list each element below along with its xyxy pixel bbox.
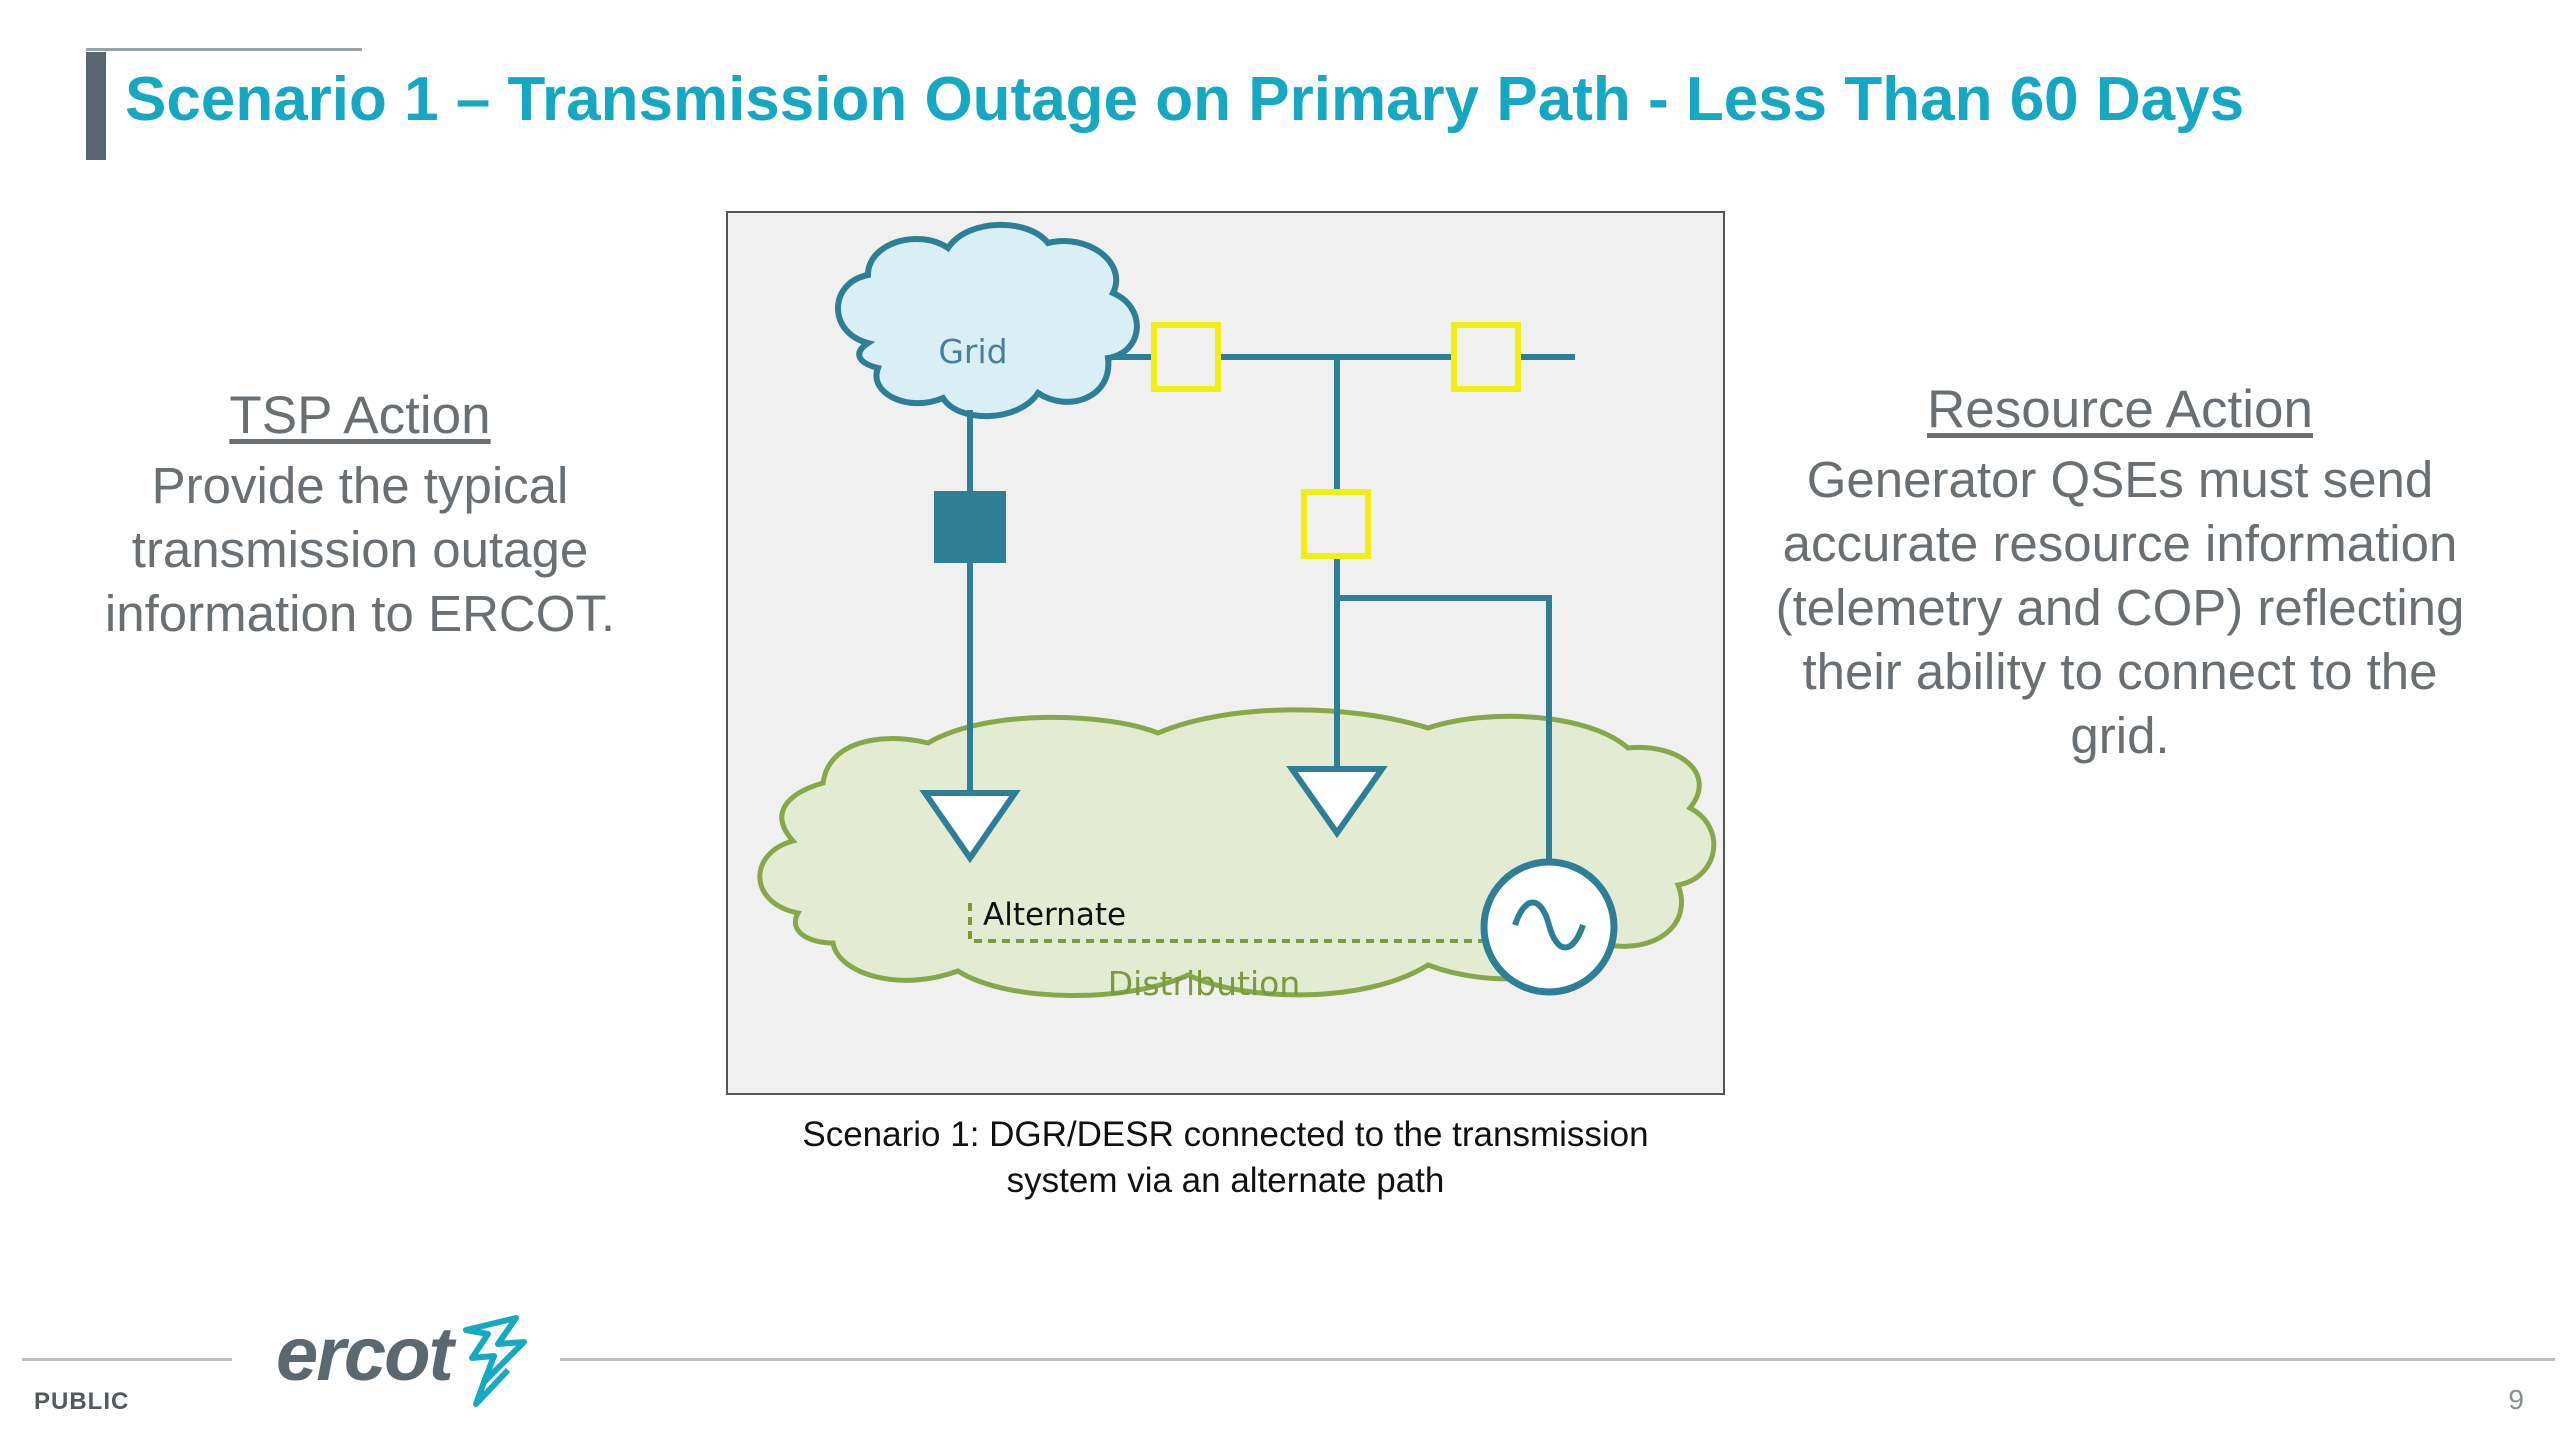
- page-number: 9: [2508, 1384, 2524, 1415]
- generator-branch-line: [1337, 595, 1552, 863]
- footer-rule-left: [22, 1358, 232, 1361]
- open-switch: [1301, 489, 1371, 559]
- resource-action-line: (telemetry and COP) reflecting: [1775, 579, 2465, 636]
- classification-label: PUBLIC: [34, 1388, 130, 1415]
- grid-label: Grid: [938, 332, 1007, 371]
- tsp-action-line: transmission outage: [131, 521, 589, 578]
- scenario-diagram: Grid Alternate Distribution: [726, 211, 1725, 1095]
- caption-line: Scenario 1: DGR/DESR connected to the tr…: [802, 1115, 1649, 1154]
- tsp-action-heading: TSP Action: [229, 386, 491, 445]
- alternate-path-line: [968, 903, 1482, 943]
- resource-action-line: grid.: [2070, 707, 2170, 764]
- title-accent-bar: [86, 52, 106, 160]
- open-switch: [1451, 322, 1521, 392]
- tsp-action-block: TSP Action Provide the typical transmiss…: [60, 384, 660, 646]
- resource-action-heading: Resource Action: [1927, 380, 2313, 439]
- caption-line: system via an alternate path: [1006, 1161, 1445, 1200]
- distribution-label: Distribution: [1108, 964, 1301, 1003]
- open-switch: [1151, 322, 1221, 392]
- distribution-cloud: [757, 707, 1717, 998]
- load-triangle-icon: [919, 790, 1021, 864]
- closed-switch: [934, 491, 1006, 563]
- logo-wordmark: ercot: [276, 1312, 454, 1397]
- alternate-label: Alternate: [983, 897, 1126, 933]
- resource-action-line: their ability to connect to the: [1802, 643, 2438, 700]
- resource-action-line: accurate resource information: [1782, 515, 2458, 572]
- title-top-rule: [86, 48, 362, 51]
- resource-action-line: Generator QSEs must send: [1806, 451, 2434, 508]
- tsp-action-line: Provide the typical: [151, 457, 569, 514]
- sine-wave-icon: [1512, 899, 1586, 951]
- diagram-caption: Scenario 1: DGR/DESR connected to the tr…: [726, 1112, 1725, 1204]
- tsp-action-line: information to ERCOT.: [104, 585, 616, 642]
- resource-action-text: Generator QSEs must send accurate resour…: [1750, 448, 2490, 768]
- footer-rule-right: [560, 1358, 2555, 1361]
- diagram-svg: Grid Alternate Distribution: [757, 221, 1717, 1003]
- load-triangle-icon: [1286, 766, 1388, 839]
- lightning-bolt-icon: [463, 1315, 527, 1407]
- slide-title: Scenario 1 – Transmission Outage on Prim…: [125, 65, 2245, 134]
- ercot-logo: ercot: [276, 1310, 536, 1410]
- resource-action-block: Resource Action Generator QSEs must send…: [1750, 378, 2490, 768]
- tsp-action-text: Provide the typical transmission outage …: [60, 454, 660, 646]
- grid-cloud: [835, 221, 1140, 420]
